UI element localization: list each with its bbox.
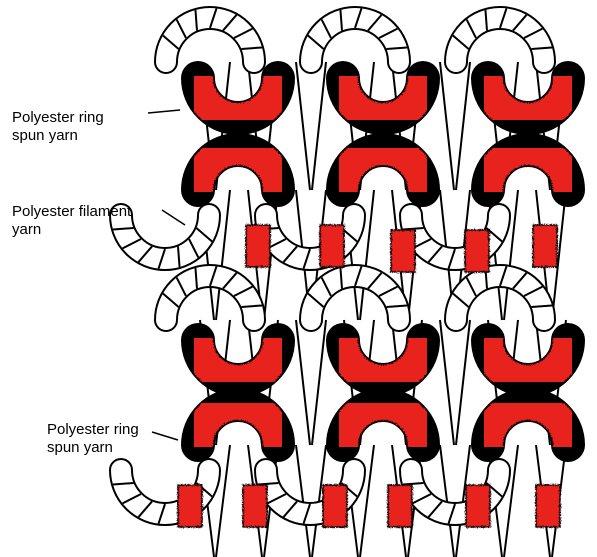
- ring-spun-leg: [246, 225, 270, 267]
- label-line: Polyester filament: [12, 203, 131, 221]
- loop-heads-layer: [113, 8, 568, 527]
- label-polyester-filament-yarn: Polyester filament yarn: [12, 203, 131, 239]
- loop-leg: [296, 62, 310, 190]
- ring-spun-loop: [488, 405, 568, 445]
- ring-spun-loop: [198, 340, 278, 380]
- ring-spun-loop: [343, 405, 423, 445]
- loop-leg: [216, 445, 230, 557]
- ring-spun-loop: [488, 78, 568, 118]
- ring-spun-loop: [343, 340, 423, 380]
- loop-leg: [440, 62, 454, 190]
- ring-spun-loop: [343, 150, 423, 190]
- ring-spun-loop: [198, 150, 278, 190]
- leader-line: [162, 210, 185, 225]
- ring-spun-loop: [343, 78, 423, 118]
- loop-leg: [312, 62, 326, 190]
- ring-spun-loop: [198, 78, 278, 118]
- loop-leg: [296, 320, 310, 445]
- ring-spun-leg: [391, 230, 415, 272]
- ring-spun-leg: [388, 485, 412, 527]
- ring-spun-leg: [465, 230, 489, 272]
- label-line: Polyester ring: [12, 109, 104, 127]
- leader-line: [148, 110, 180, 113]
- loop-leg: [456, 62, 470, 190]
- label-line: spun yarn: [47, 439, 139, 457]
- label-line: Polyester ring: [47, 421, 139, 439]
- leader-line: [152, 432, 178, 440]
- ring-spun-leg: [320, 225, 344, 267]
- label-line: spun yarn: [12, 127, 104, 145]
- ring-spun-loop: [488, 340, 568, 380]
- ring-spun-loop: [488, 150, 568, 190]
- ring-spun-loop: [198, 405, 278, 445]
- loop-leg: [440, 320, 454, 445]
- label-polyester-ring-spun-yarn-top: Polyester ring spun yarn: [12, 109, 104, 145]
- loop-leg: [456, 320, 470, 445]
- ring-spun-leg: [243, 485, 267, 527]
- label-line: yarn: [12, 221, 131, 239]
- label-polyester-ring-spun-yarn-bottom: Polyester ring spun yarn: [47, 421, 139, 457]
- ring-spun-leg: [323, 485, 347, 527]
- ring-spun-leg: [533, 225, 557, 267]
- ring-spun-leg: [536, 485, 560, 527]
- ring-spun-leg: [466, 485, 490, 527]
- loop-leg: [312, 320, 326, 445]
- ring-spun-leg: [178, 485, 202, 527]
